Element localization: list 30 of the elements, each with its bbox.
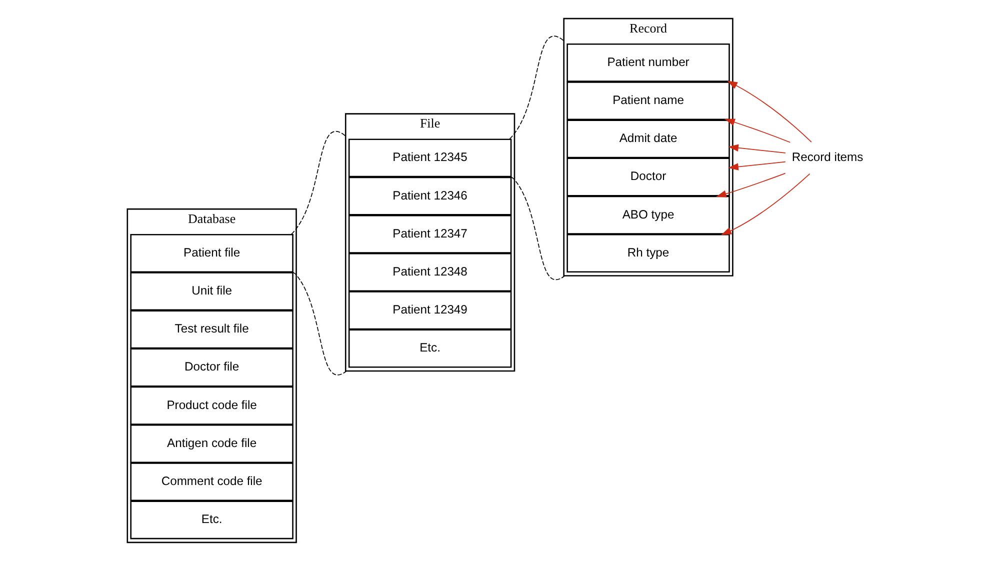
node-box: ABO type — [566, 196, 730, 234]
node-box: Patient name — [566, 82, 730, 120]
node-box: Patient 12347 — [348, 214, 512, 254]
connector — [292, 272, 346, 376]
connector — [510, 176, 565, 280]
node-box: Patient 12345 — [348, 138, 512, 178]
arrow — [715, 172, 786, 198]
node-box: Patient file — [130, 234, 293, 272]
node-box: Admit date — [566, 120, 730, 158]
node-text: Record items — [791, 150, 863, 164]
node-box: Comment code file — [130, 462, 293, 502]
node-box: Rh type — [566, 234, 730, 272]
node-box: Patient 12348 — [348, 253, 512, 292]
arrow — [720, 173, 810, 236]
node-box: Test result file — [130, 310, 293, 349]
connector — [508, 36, 564, 140]
node-box: Patient 12349 — [348, 291, 512, 330]
node-box: Etc. — [348, 329, 512, 368]
arrow — [728, 144, 786, 154]
node-box: Product code file — [130, 386, 293, 425]
node-box: Patient number — [566, 43, 730, 82]
node-box: Etc. — [130, 500, 293, 540]
arrow — [728, 161, 786, 170]
node-box: Unit file — [130, 272, 293, 311]
node-box: Doctor file — [130, 348, 293, 387]
arrow — [726, 80, 812, 143]
arrow — [724, 118, 790, 143]
node-box: Antigen code file — [130, 424, 293, 463]
node-box: Patient 12346 — [348, 176, 512, 216]
connector — [290, 131, 346, 235]
